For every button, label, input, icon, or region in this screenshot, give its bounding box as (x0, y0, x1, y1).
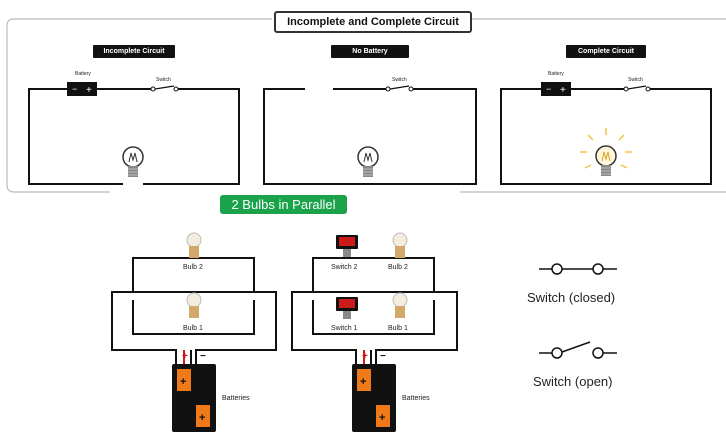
svg-text:+: + (182, 351, 188, 362)
bulb-lit-icon (580, 128, 632, 176)
bulb2-label: Bulb 2 (388, 264, 408, 271)
switch2-label: Switch 2 (331, 264, 358, 271)
switch-label: Switch (392, 77, 407, 83)
svg-text:−: − (72, 84, 77, 94)
panel-no-battery (263, 85, 477, 185)
battery-label: Battery (548, 71, 564, 77)
batteries-label: Batteries (222, 395, 250, 402)
svg-text:+: + (199, 412, 205, 424)
panel-tag-complete: Complete Circuit (566, 45, 646, 58)
rocker-switch-icon (336, 297, 358, 319)
bulb-off-icon (122, 146, 144, 177)
svg-text:+: + (560, 85, 566, 96)
svg-text:+: + (360, 376, 366, 388)
rocker-switch-icon (336, 235, 358, 257)
panel-complete: − + (500, 82, 712, 185)
parallel-circuit-left: + + + − (111, 232, 277, 432)
bulb-icon (392, 292, 408, 318)
switch-label: Switch (628, 77, 643, 83)
battery-label: Battery (75, 71, 91, 77)
svg-text:+: + (180, 376, 186, 388)
bulb-icon (392, 232, 408, 258)
legend-switch-closed: Switch (closed) (527, 290, 616, 305)
switch-closed-symbol (539, 263, 617, 275)
svg-text:−: − (380, 351, 386, 362)
parallel-circuit-right: + + + − (291, 232, 458, 432)
bulb-off-icon (357, 146, 379, 177)
svg-text:+: + (379, 412, 385, 424)
bulb-icon (186, 292, 202, 318)
svg-text:−: − (200, 351, 206, 362)
outer-frame (6, 18, 726, 193)
svg-text:+: + (362, 351, 368, 362)
battery-pack-icon: + + + − (172, 351, 216, 432)
legend-switch-open: Switch (open) (533, 374, 613, 389)
battery-icon (67, 82, 97, 96)
bulb1-label: Bulb 1 (388, 325, 408, 332)
bulb-icon (186, 232, 202, 258)
battery-pack-icon: + + + − (352, 351, 396, 432)
switch-label: Switch (156, 77, 171, 83)
panel-tag-no-battery: No Battery (331, 45, 409, 58)
svg-text:+: + (86, 85, 92, 96)
switch1-label: Switch 1 (331, 325, 358, 332)
bulb1-label: Bulb 1 (183, 325, 203, 332)
batteries-label: Batteries (402, 395, 430, 402)
bulb2-label: Bulb 2 (183, 264, 203, 271)
panel-tag-incomplete: Incomplete Circuit (93, 45, 175, 58)
panel-incomplete: − + (28, 82, 240, 185)
section-title-parallel: 2 Bulbs in Parallel (220, 195, 347, 214)
switch-open-symbol (539, 341, 617, 359)
battery-icon (541, 82, 571, 96)
diagram-title: Incomplete and Complete Circuit (274, 11, 472, 33)
svg-text:−: − (546, 84, 551, 94)
